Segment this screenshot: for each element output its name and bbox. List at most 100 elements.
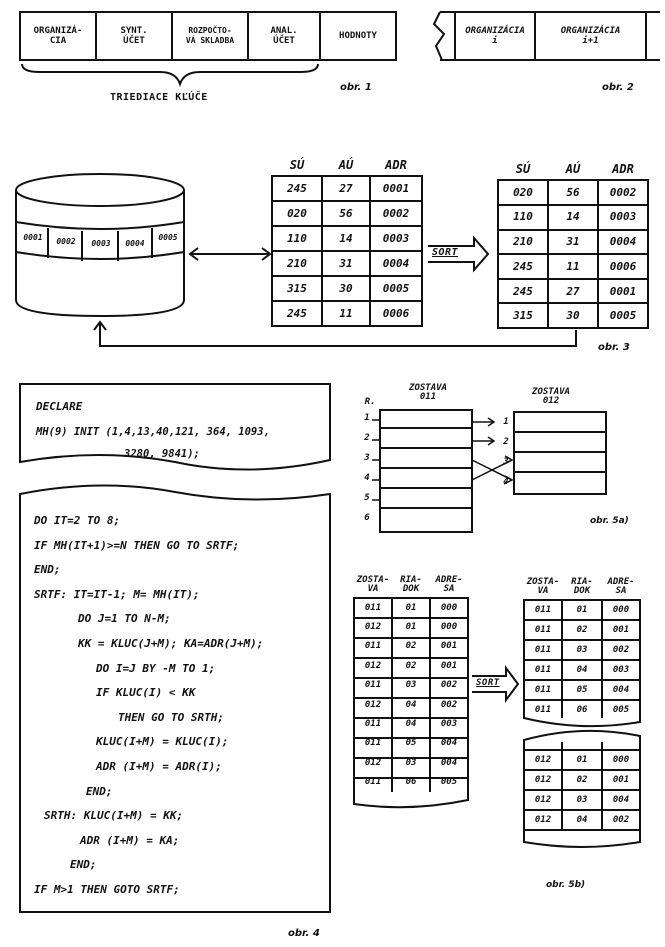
- table-cell: 01: [405, 602, 417, 613]
- table-cell: 011: [534, 685, 552, 695]
- code-line: ADR (I+M) = ADR(I);: [96, 760, 222, 773]
- fig5b-left-header-riadok: RIA- DOK: [400, 575, 422, 594]
- table-cell: 315: [513, 309, 533, 323]
- fig1-brace-label: TRIEDIACE KĽÚČE: [110, 92, 208, 103]
- disk-record: 0004: [125, 238, 145, 248]
- fig1-caption: obr. 1: [340, 82, 372, 93]
- code-line: KLUC(I+M) = KLUC(I);: [96, 735, 229, 749]
- table-cell: 315: [287, 282, 307, 295]
- fig5b-caption: obr. 5b): [546, 880, 586, 890]
- declare-init: MH(9) INIT (1,4,13,40,121, 364, 1093,: [36, 426, 270, 438]
- code-line: DO IT=2 TO 8;: [34, 514, 121, 527]
- table-cell: 03: [576, 645, 588, 655]
- code-line: ADR (I+M) = KA;: [80, 833, 180, 847]
- zostava-011-title: ZOSTAVA 011: [409, 383, 447, 402]
- table-cell: 14: [566, 210, 580, 224]
- fig5b-left-header-adresa: ADRE- SA: [435, 575, 463, 594]
- code-line: DO J=1 TO N-M;: [78, 612, 171, 626]
- fig5b-sort-arrow: [472, 665, 520, 703]
- row-number: 5: [364, 493, 370, 503]
- table-cell: 020: [513, 185, 533, 199]
- fig3-sort-label: SORT: [432, 247, 459, 258]
- declare-box: [19, 383, 331, 471]
- code-line: SRTH: KLUC(I+M) = KK;: [44, 809, 184, 823]
- declare-init-cont: 3280, 9841);: [124, 448, 200, 460]
- table-cell: 005: [612, 705, 630, 715]
- table-cell: 012: [534, 755, 552, 765]
- table-cell: 05: [576, 685, 588, 695]
- fig1-field-4-label: HODNOTY: [339, 31, 377, 41]
- fig1-record-outline: [19, 11, 397, 61]
- table-cell: 012: [364, 699, 382, 710]
- after-header-su: SÚ: [515, 162, 531, 176]
- disk-record: 0002: [56, 236, 76, 246]
- table-cell: 0005: [382, 282, 410, 295]
- table-cell: 011: [364, 602, 382, 613]
- table-cell: 05: [405, 738, 417, 749]
- fig2-field-0-label: ORGANIZÁCIA i: [465, 26, 525, 46]
- table-cell: 002: [440, 699, 458, 710]
- code-line: END;: [34, 563, 61, 577]
- table-cell: 27: [339, 182, 353, 195]
- fig2-field-1-label: ORGANIZÁCIA i+1: [560, 26, 621, 46]
- fig5b-sort-label: SORT: [476, 678, 500, 688]
- fig1-field-0-label: ORGANIZÁ- CIA: [33, 26, 83, 46]
- fig5b-right-header-adresa: ADRE- SA: [607, 577, 635, 596]
- table-cell: 0001: [382, 182, 410, 195]
- table-cell: 004: [440, 757, 458, 768]
- table-cell: 31: [339, 257, 353, 270]
- row-number: 3: [503, 457, 509, 467]
- code-box: [19, 484, 331, 913]
- table-cell: 01: [405, 622, 417, 633]
- table-cell: 0004: [609, 235, 637, 249]
- table-cell: 011: [534, 605, 552, 615]
- table-cell: 245: [287, 307, 307, 320]
- fig2-caption: obr. 2: [602, 82, 634, 93]
- table-cell: 002: [612, 815, 630, 825]
- table-cell: 001: [440, 660, 458, 671]
- table-cell: 04: [576, 815, 588, 825]
- fig1-field-1-label: SYNT. ÚČET: [120, 26, 148, 46]
- disk-body: [15, 190, 185, 318]
- disk-top: [15, 173, 185, 207]
- table-cell: 210: [287, 257, 307, 270]
- table-cell: 002: [440, 680, 458, 691]
- table-cell: 30: [566, 309, 580, 323]
- before-header-au: AÚ: [338, 158, 354, 172]
- row-number: 4: [364, 473, 370, 483]
- fig1-field-0: ORGANIZÁ- CIA: [20, 12, 96, 60]
- fig2-record-outline: [440, 11, 660, 61]
- table-cell: 012: [534, 775, 552, 785]
- table-cell: 011: [364, 641, 382, 652]
- table-cell: 0003: [609, 210, 637, 224]
- table-cell: 0005: [609, 309, 637, 323]
- table-cell: 011: [364, 777, 382, 788]
- table-cell: 245: [513, 284, 533, 298]
- table-cell: 0001: [609, 284, 637, 298]
- table-cell: 01: [576, 605, 588, 615]
- table-cell: 003: [440, 719, 458, 730]
- row-number: 1: [364, 413, 370, 423]
- table-cell: 02: [405, 641, 417, 652]
- table-cell: 245: [513, 259, 533, 273]
- table-cell: 011: [534, 645, 552, 655]
- disk-record: 0001: [23, 232, 43, 242]
- table-cell: 012: [364, 757, 382, 768]
- before-header-su: SÚ: [289, 158, 305, 172]
- code-line: KK = KLUC(J+M); KA=ADR(J+M);: [78, 637, 264, 650]
- table-cell: 02: [576, 625, 588, 635]
- table-cell: 11: [339, 307, 353, 320]
- table-cell: 0004: [382, 257, 410, 270]
- table-cell: 001: [612, 775, 630, 785]
- declare-keyword: DECLARE: [36, 400, 83, 413]
- table-cell: 03: [405, 757, 417, 768]
- fig2-field-0: ORGANIZÁCIA i: [455, 12, 535, 60]
- after-header-adr: ADR: [612, 162, 634, 176]
- return-arrow: [99, 322, 577, 347]
- table-cell: 003: [612, 665, 630, 675]
- fig5b-right-top: [523, 599, 641, 728]
- disk-record: 0003: [91, 238, 111, 248]
- row-label: R.: [364, 397, 376, 407]
- table-cell: 31: [566, 235, 580, 249]
